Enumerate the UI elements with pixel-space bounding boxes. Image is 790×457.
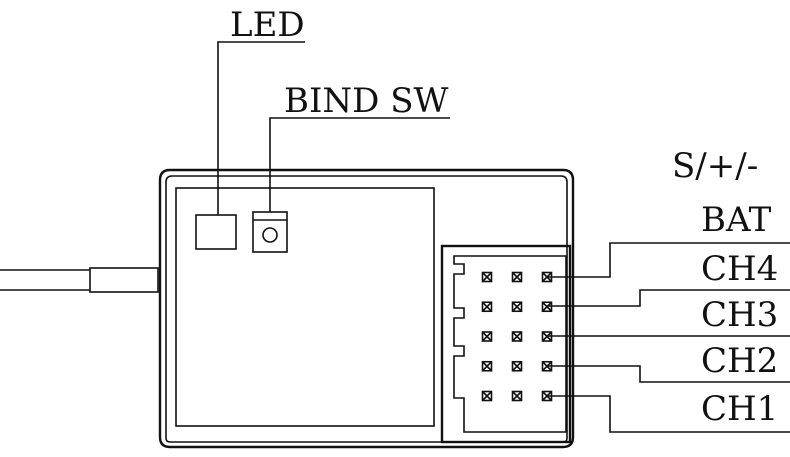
pin — [481, 390, 493, 402]
receiver-body — [158, 168, 575, 449]
bind-sw-callout-line — [269, 117, 450, 212]
pin — [511, 301, 523, 313]
bind-switch — [252, 211, 288, 253]
pin — [511, 390, 523, 402]
pin — [511, 360, 523, 372]
pin-grid — [481, 271, 553, 402]
bat-label: BAT — [701, 200, 772, 240]
antenna — [0, 267, 159, 293]
ch3-leader-line — [547, 289, 790, 307]
ch1-leader-line — [547, 365, 790, 383]
bind-sw-label: BIND SW — [284, 81, 449, 121]
ch4-label: CH4 — [701, 249, 778, 289]
pin — [481, 331, 493, 342]
led-indicator — [195, 214, 237, 250]
connector-housing — [440, 244, 572, 444]
ch2-label: CH2 — [701, 341, 778, 381]
ch4-leader-line — [547, 242, 790, 278]
label-panel — [175, 187, 435, 427]
ch3-label: CH3 — [701, 295, 778, 335]
pin — [481, 301, 493, 313]
led-label: LED — [230, 5, 305, 45]
led-callout-line — [217, 41, 305, 215]
pin-header-label: S/+/- — [672, 146, 758, 186]
pin — [481, 271, 493, 283]
pin — [511, 271, 523, 283]
bottom-leader-line — [547, 395, 790, 433]
ch1-label: CH1 — [701, 389, 778, 429]
pin — [511, 331, 523, 342]
pin — [481, 360, 493, 372]
